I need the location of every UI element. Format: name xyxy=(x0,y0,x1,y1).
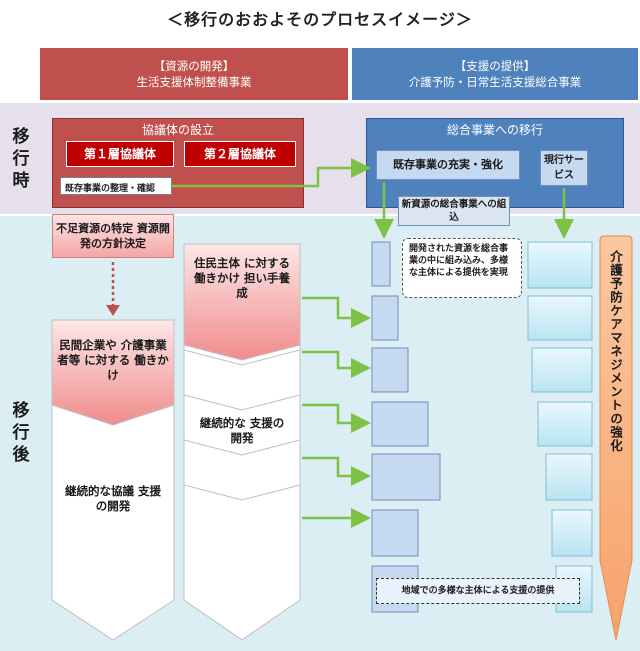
enhance-existing-box: 既存事業の充実・強化 xyxy=(376,150,520,180)
service-box-6 xyxy=(551,509,593,557)
continuous-council-text: 継続的な協議 支援の開発 xyxy=(64,484,161,513)
tier2-council: 第２層協議体 xyxy=(184,141,296,167)
diverse-provision-bar: 地域での多様な主体による支援の提供 xyxy=(376,578,580,604)
service-box-2 xyxy=(527,295,593,341)
care-management-text: 介護予防ケアマネジメントの強化 xyxy=(608,250,623,453)
header-left-line1: 【資源の開発】 xyxy=(153,59,235,73)
header-left-line2: 生活支援体制整備事業 xyxy=(136,75,252,89)
service-box-1 xyxy=(527,241,593,289)
header-right-line1: 【支援の提供】 xyxy=(454,59,536,73)
left-chevron-pink xyxy=(51,319,175,426)
resource-box-2 xyxy=(371,295,399,341)
care-management-arrow xyxy=(599,235,633,641)
service-box-4 xyxy=(537,401,593,447)
shortage-identify-box: 不足資源の特定 資源開発の方針決定 xyxy=(52,214,174,258)
service-box-5 xyxy=(545,453,593,501)
arrow-to-box-5 xyxy=(302,456,371,486)
arrow-to-box-3 xyxy=(302,350,371,378)
council-setup-title: 協議体の設立 xyxy=(141,123,214,137)
transition-title: 総合事業への移行 xyxy=(446,123,543,137)
row-label-upper: 移行時 xyxy=(12,127,30,191)
resource-box-4 xyxy=(371,401,429,447)
sort-confirm-box: 既存事業の整理・確認 xyxy=(60,177,172,195)
current-service-label: 現行サービス xyxy=(544,155,584,181)
page-title: ＜移行のおおよそのプロセスイメージ＞ xyxy=(167,10,473,29)
middle-chevron-segments xyxy=(183,349,301,501)
row-label-lower: 移行後 xyxy=(12,401,30,465)
tier1-council: 第１層協議体 xyxy=(66,141,174,167)
sort-to-enhance-arrow xyxy=(172,158,371,188)
resource-box-5 xyxy=(371,453,441,501)
header-support-provision: 【支援の提供】 介護予防・日常生活支援総合事業 xyxy=(352,48,638,100)
header-resource-development: 【資源の開発】 生活支援体制整備事業 xyxy=(40,48,348,100)
service-box-3 xyxy=(531,347,593,393)
arrow-to-box-4 xyxy=(302,403,371,433)
continuous-support-text: 継続的な 支援の開発 xyxy=(199,416,285,445)
integration-note: 開発された資源を総合事業の中に組み込み、多様な主体による提供を実現 xyxy=(402,238,522,298)
resource-box-1 xyxy=(371,241,391,287)
middle-chevron-pink xyxy=(183,243,301,361)
dashed-arrow-head xyxy=(106,305,120,316)
resource-box-3 xyxy=(371,347,409,393)
header-right-line2: 介護予防・日常生活支援総合事業 xyxy=(408,75,582,89)
resident-outreach-text: 住民主体 に対する 働きかけ 担い手養成 xyxy=(193,256,290,300)
company-outreach-text: 民間企業や 介護事業者等 に対する 働きかけ xyxy=(57,338,169,382)
resource-box-6 xyxy=(371,509,419,557)
new-resource-box: 新資源の総合事業への組込 xyxy=(398,196,510,226)
arrow-to-box-2 xyxy=(302,296,371,328)
current-service-box: 現行サービス xyxy=(540,150,588,186)
